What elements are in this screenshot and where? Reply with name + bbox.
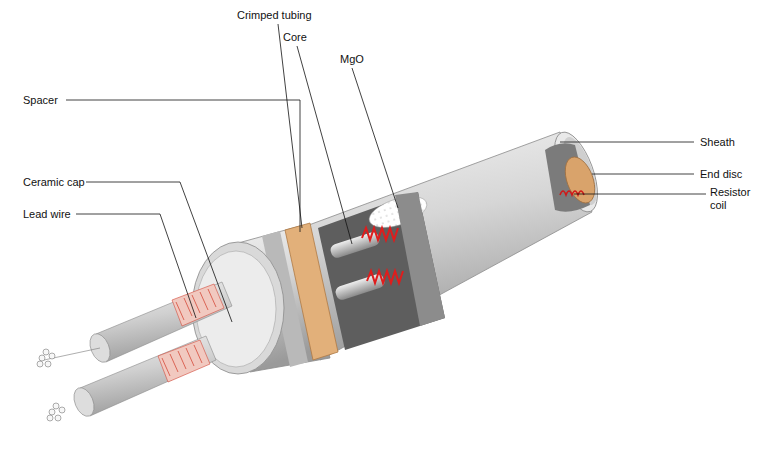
part-label: MgO (340, 53, 364, 66)
core-cutaway (318, 190, 445, 350)
part-label: Spacer (23, 94, 58, 107)
end-cutaway (545, 143, 600, 211)
part-label: End disc (700, 168, 742, 181)
part-label: Core (283, 31, 307, 44)
leader-lines (66, 24, 706, 322)
part-label: Crimped tubing (237, 9, 312, 22)
part-label: Ceramic cap (23, 176, 85, 189)
sheath (290, 127, 606, 360)
part-label: Lead wire (23, 208, 71, 221)
part-label: Resistor coil (710, 186, 762, 212)
part-label: Sheath (700, 136, 735, 149)
lead-wires (37, 282, 232, 421)
